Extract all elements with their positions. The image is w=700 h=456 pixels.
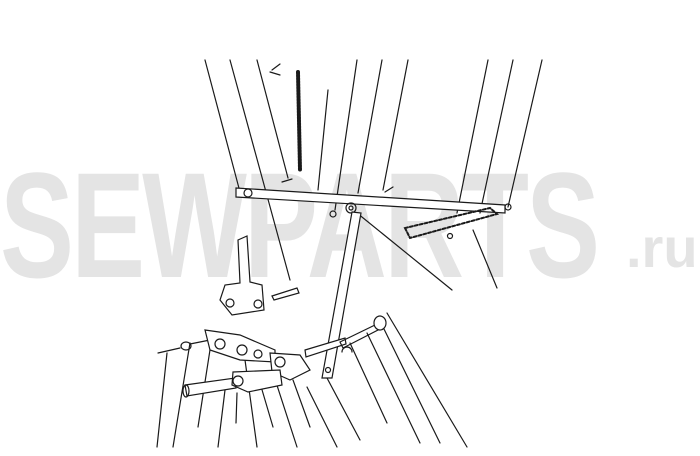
watermark-main: SEWPARTS (0, 141, 600, 309)
vertical-link-rod (321, 211, 362, 379)
lower-shaft-assembly (157, 315, 387, 398)
spring (269, 63, 302, 172)
main-lever-bar (235, 178, 512, 218)
watermark-suffix: .ru (626, 216, 698, 279)
feed-dog-plate (403, 206, 500, 240)
fork-bracket (219, 235, 300, 316)
watermark: SEWPARTS .ru (0, 141, 700, 309)
leader-lines-bottom (156, 312, 468, 448)
leader-lines-top (204, 59, 543, 291)
